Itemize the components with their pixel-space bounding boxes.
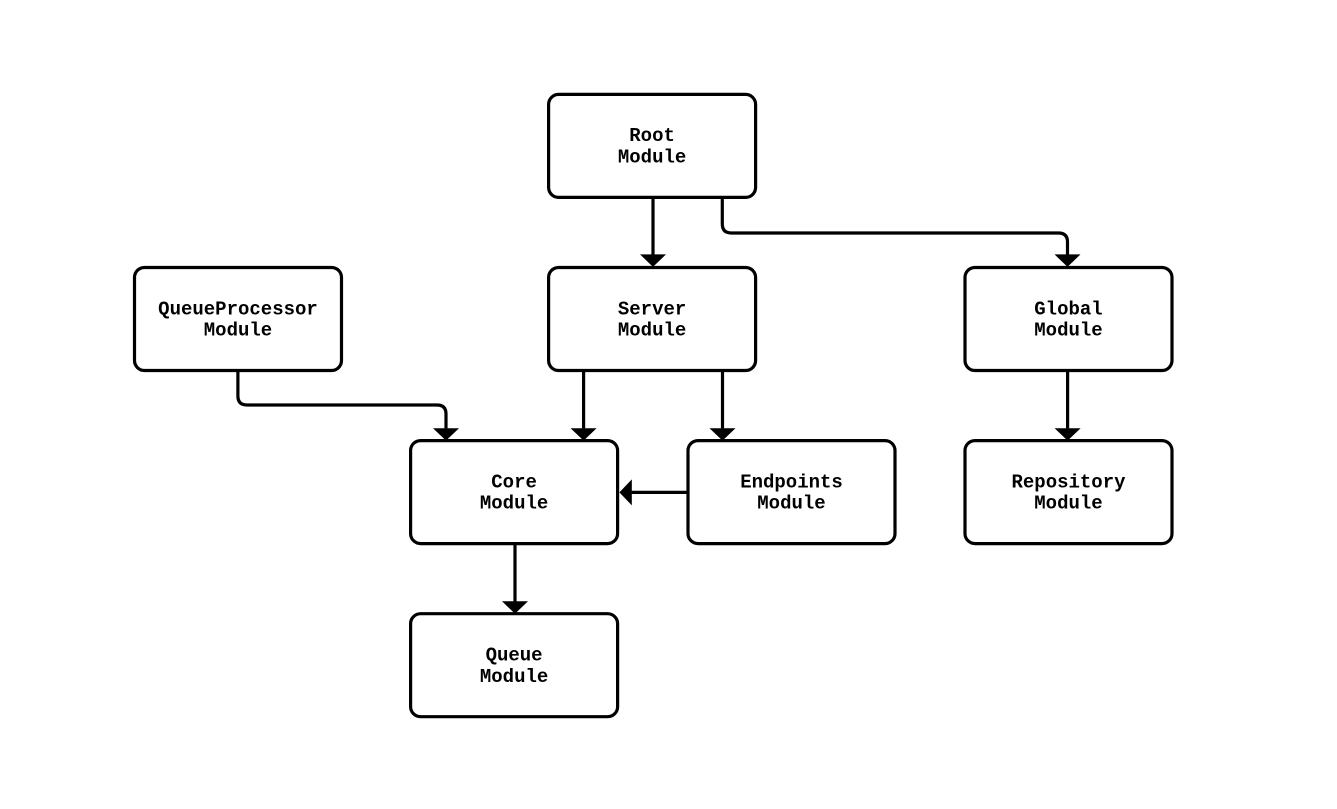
svg-text:Module: Module	[1034, 320, 1102, 342]
svg-text:Module: Module	[757, 493, 825, 515]
svg-text:Queue: Queue	[486, 645, 543, 667]
svg-text:Module: Module	[480, 493, 548, 515]
svg-text:Root: Root	[629, 125, 675, 147]
svg-text:Core: Core	[491, 471, 537, 493]
svg-text:Module: Module	[618, 320, 686, 342]
svg-text:QueueProcessor: QueueProcessor	[158, 298, 318, 320]
svg-text:Global: Global	[1034, 298, 1102, 320]
svg-text:Module: Module	[1034, 493, 1102, 515]
svg-text:Endpoints: Endpoints	[740, 471, 843, 493]
svg-text:Repository: Repository	[1011, 471, 1126, 493]
svg-text:Module: Module	[480, 666, 548, 688]
svg-text:Server: Server	[618, 298, 686, 320]
svg-text:Module: Module	[618, 147, 686, 169]
svg-text:Module: Module	[204, 320, 272, 342]
